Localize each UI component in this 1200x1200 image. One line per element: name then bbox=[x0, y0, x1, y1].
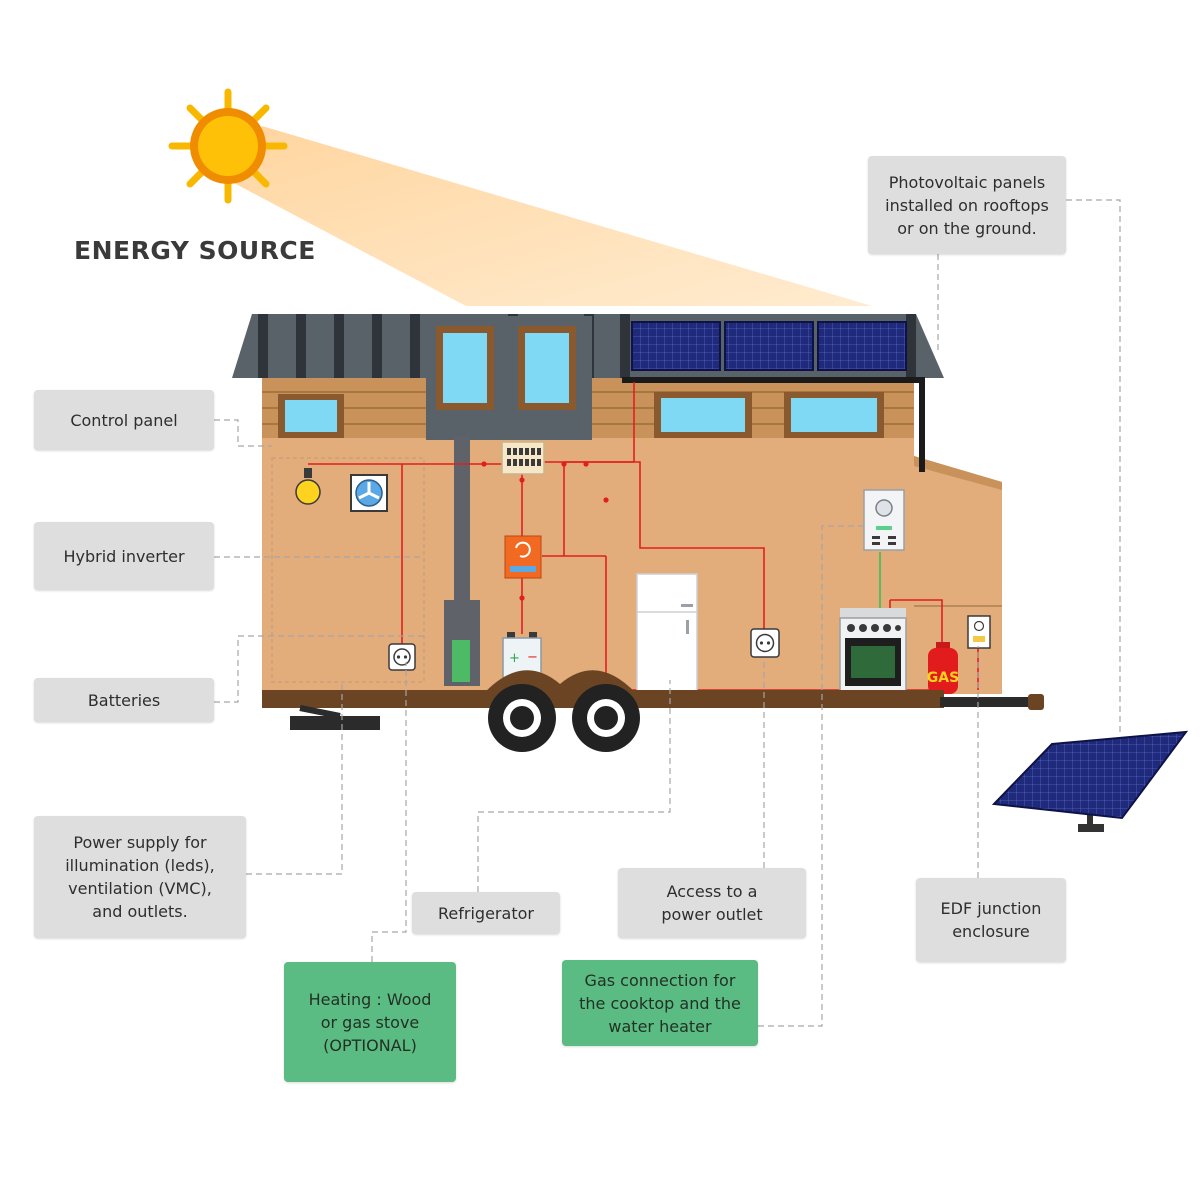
ventilation-fan-icon bbox=[350, 474, 388, 512]
power-supply-text: Power supply for illumination (leds), ve… bbox=[65, 833, 215, 921]
sun-icon bbox=[168, 88, 288, 204]
batteries-text: Batteries bbox=[87, 690, 161, 710]
refrigerator-icon bbox=[636, 573, 698, 693]
refrigerator-text: Refrigerator bbox=[438, 903, 534, 923]
power-outlet-label: Access to a power outlet bbox=[618, 868, 806, 938]
gas-tank-icon: GAS bbox=[927, 642, 959, 694]
hybrid-inverter-label: Hybrid inverter bbox=[34, 522, 214, 590]
control-panel-label: Control panel bbox=[34, 390, 214, 450]
dormer-windows bbox=[436, 326, 576, 410]
gas-connection-label: Gas connection for the cooktop and the w… bbox=[562, 960, 758, 1046]
leader-lines bbox=[214, 199, 1121, 1027]
refrigerator-label: Refrigerator bbox=[412, 892, 560, 934]
house-windows bbox=[278, 392, 884, 438]
tiny-house: + − bbox=[232, 314, 1044, 752]
gas-connection-text: Gas connection for the cooktop and the w… bbox=[579, 970, 741, 1036]
sun-ray-beam bbox=[232, 126, 872, 306]
pv-panels-label: Photovoltaic panels installed on rooftop… bbox=[868, 156, 1066, 254]
edf-junction-box-icon bbox=[967, 615, 991, 649]
batteries-label: Batteries bbox=[34, 678, 214, 722]
trailer-wheels bbox=[488, 684, 640, 752]
energy-source-title: ENERGY SOURCE bbox=[74, 236, 316, 265]
power-supply-label: Power supply for illumination (leds), ve… bbox=[34, 816, 246, 938]
edf-junction-text: EDF junction enclosure bbox=[940, 899, 1042, 941]
svg-text:−: − bbox=[527, 650, 538, 665]
power-outlet-icon-right bbox=[750, 628, 780, 658]
stove-chimney bbox=[454, 436, 470, 606]
control-panel-text: Control panel bbox=[70, 410, 178, 430]
svg-text:+: + bbox=[509, 651, 520, 666]
edf-junction-label: EDF junction enclosure bbox=[916, 878, 1066, 962]
heating-text: Heating : Wood or gas stove (OPTIONAL) bbox=[308, 989, 432, 1055]
water-heater-icon bbox=[863, 489, 905, 551]
power-outlet-icon-left bbox=[388, 643, 416, 671]
pv-panels-text: Photovoltaic panels installed on rooftop… bbox=[885, 172, 1049, 238]
ground-solar-panel-icon bbox=[991, 730, 1189, 832]
light-bulb-icon bbox=[295, 468, 321, 505]
heating-label: Heating : Wood or gas stove (OPTIONAL) bbox=[284, 962, 456, 1082]
gas-tank-label: GAS bbox=[927, 670, 959, 686]
rooftop-solar-panels bbox=[631, 321, 907, 371]
hybrid-inverter-text: Hybrid inverter bbox=[63, 546, 185, 566]
control-panel-icon bbox=[501, 441, 545, 475]
power-outlet-text: Access to a power outlet bbox=[661, 882, 763, 924]
cooktop-oven-icon bbox=[839, 608, 907, 693]
hybrid-inverter-icon bbox=[504, 535, 542, 579]
